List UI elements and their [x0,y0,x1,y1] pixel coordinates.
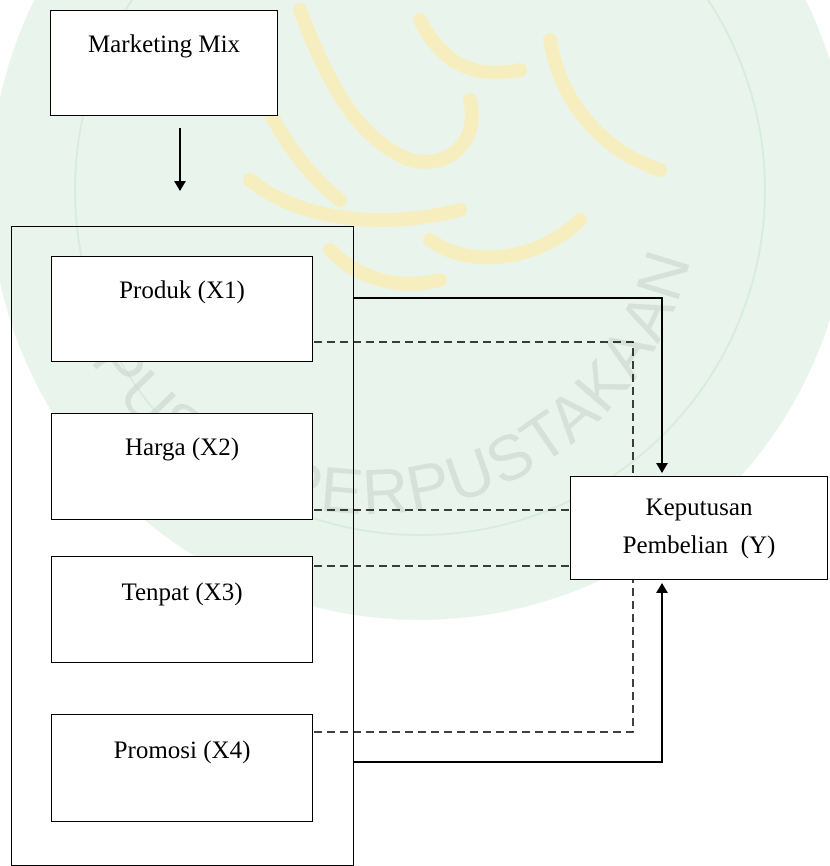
harga-x2-label: Harga (X2) [124,434,240,461]
dashed-links [314,341,634,733]
tenpat-x3-box: Tenpat (X3) [51,556,313,663]
produk-x1-label: Produk (X1) [119,277,245,304]
harga-x2-box: Harga (X2) [51,413,313,520]
marketing-mix-label: Marketing Mix [87,31,241,58]
pembelian-y-label: Pembelian (Y) [622,532,776,559]
x4-to-y-arrow [354,583,668,763]
promosi-x4-label: Promosi (X4) [113,737,251,764]
keputusan-pembelian-box: Keputusan Pembelian (Y) [570,476,828,580]
keputusan-label: Keputusan [645,494,753,521]
tenpat-x3-label: Tenpat (X3) [121,579,243,606]
x1-to-y-arrow [354,297,668,473]
x1-dashed-link [314,341,634,476]
x4-dashed-link [314,580,634,733]
marketing-mix-box: Marketing Mix [50,10,278,116]
produk-x1-box: Produk (X1) [51,256,313,362]
emblem-calligraphy-icon [223,3,667,291]
promosi-x4-box: Promosi (X4) [51,714,313,822]
